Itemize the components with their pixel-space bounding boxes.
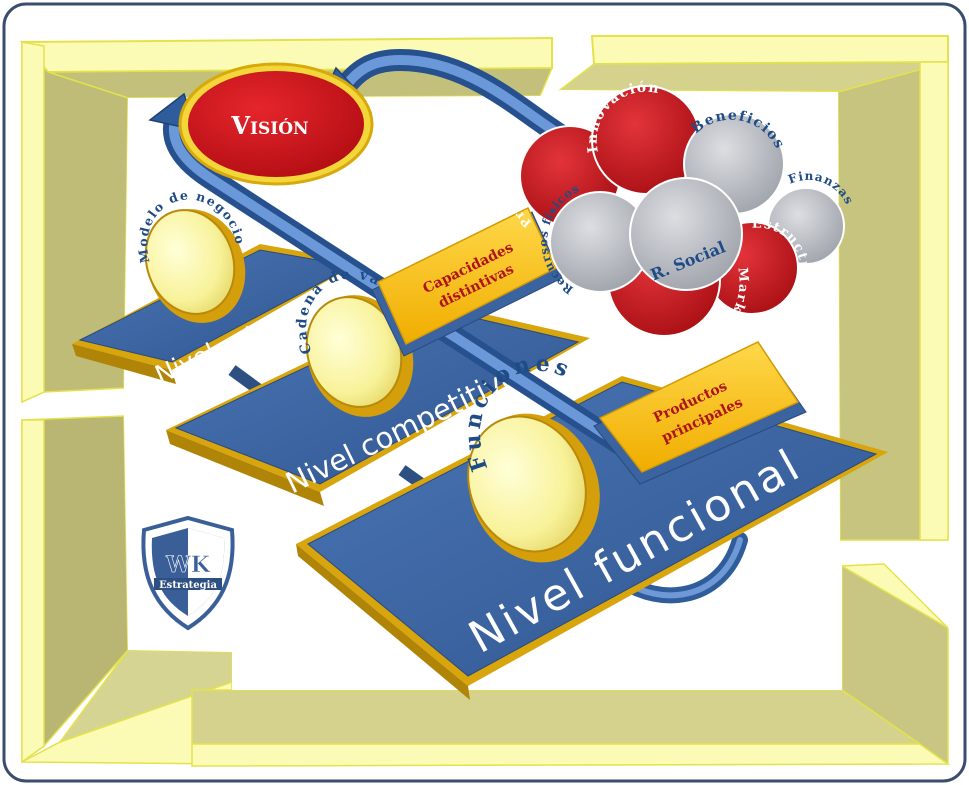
factor-cluster: Productividad Innovación Beneficios Fina… [498, 80, 856, 353]
vision-label: Visión [230, 111, 308, 140]
wk-logo: WK Estrategia [141, 515, 235, 631]
coin-modelo: Modelo de negocio [135, 187, 247, 323]
coin-funciones: Funciones [460, 350, 600, 563]
logo-initials: WK [165, 552, 211, 578]
vision-node: Visión [178, 62, 374, 186]
circle-rsocial [629, 177, 743, 291]
logo-word: Estrategia [159, 580, 217, 591]
